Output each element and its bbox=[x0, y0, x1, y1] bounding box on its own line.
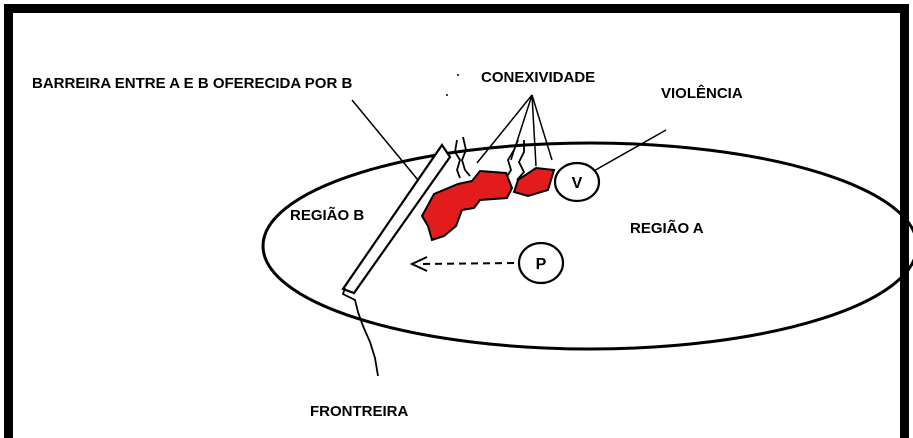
red-area-east bbox=[512, 166, 556, 198]
barrier-wall bbox=[341, 143, 452, 295]
svg-text:V: V bbox=[572, 175, 583, 192]
population-marker: P bbox=[517, 241, 565, 285]
connected-areas bbox=[420, 166, 556, 242]
violence-marker: V bbox=[553, 161, 601, 203]
svg-text:P: P bbox=[536, 256, 547, 273]
violence-label: VIOLÊNCIA bbox=[661, 84, 743, 102]
barrier-label: BARREIRA ENTRE A E B OFERECIDA POR B bbox=[32, 75, 352, 92]
stray-dot bbox=[446, 94, 448, 96]
border-line bbox=[341, 287, 379, 377]
migration-arrow bbox=[409, 256, 515, 272]
diagram-frame bbox=[4, 4, 909, 438]
connectivity-label: CONEXIVIDADE bbox=[481, 69, 595, 86]
region-b-label: REGIÃO B bbox=[290, 206, 364, 224]
territory-ellipse bbox=[261, 141, 913, 351]
red-area-west bbox=[420, 169, 514, 242]
stray-dot bbox=[457, 74, 459, 76]
pointer-lines bbox=[351, 94, 667, 181]
region-a-label: REGIÃO A bbox=[630, 219, 704, 237]
border-label: FRONTREIRA bbox=[310, 403, 408, 420]
